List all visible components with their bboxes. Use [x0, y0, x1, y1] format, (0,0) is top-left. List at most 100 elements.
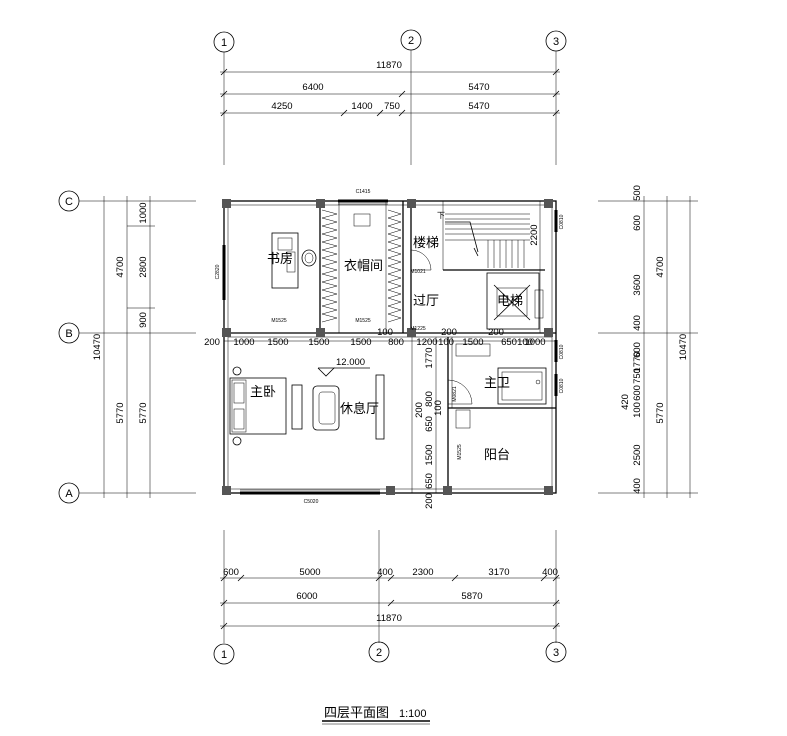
- top-dim-5470b: 5470: [468, 101, 489, 112]
- left-dim-total: 10470: [92, 334, 103, 360]
- int-dim-1000a: 1000: [233, 337, 254, 348]
- right-dim-4700: 4700: [655, 256, 666, 277]
- door-m1225: M1225: [410, 326, 426, 332]
- left-axis-markers: C B A: [58, 190, 196, 504]
- bottom-dim-total: 11870: [376, 613, 402, 624]
- axis-label-1-top: 1: [221, 37, 227, 49]
- int-v-1500: 1500: [424, 444, 435, 465]
- windows: C1415 C5020 C2820 C0810 C0810 C0810 M122…: [215, 189, 565, 505]
- window-c5020: C5020: [304, 499, 319, 505]
- bottom-dim-600: 600: [223, 567, 239, 578]
- room-lounge: 休息厅: [340, 401, 379, 417]
- title-text: 四层平面图: [324, 706, 389, 721]
- top-axis-markers: 1 2 3: [213, 29, 567, 165]
- window-c0810c: C0810: [559, 378, 565, 393]
- bottom-dim-6000: 6000: [296, 591, 317, 602]
- bottom-axis-markers: 1 2 3: [213, 641, 567, 665]
- right-dim-3600: 3600: [632, 274, 643, 295]
- bottom-dim-400a: 400: [377, 567, 393, 578]
- right-dim-total: 10470: [678, 334, 689, 360]
- right-dim-600b: 600: [632, 342, 643, 358]
- right-dim-400b: 400: [632, 478, 643, 494]
- left-dim-4700: 4700: [115, 256, 126, 277]
- left-dimensions: 10470 4700 5770 1000 2800 900 5770: [92, 202, 149, 423]
- bed: [229, 366, 303, 446]
- int-dim-1500b: 1500: [308, 337, 329, 348]
- left-dim-5770a: 5770: [115, 402, 126, 423]
- elevation-value: 12.000: [336, 357, 365, 368]
- bottom-dim-5000: 5000: [299, 567, 320, 578]
- window-c0810b: C0810: [559, 344, 565, 359]
- right-dim-420: 420: [620, 394, 631, 410]
- right-dim-5770: 5770: [655, 402, 666, 423]
- right-dim-750: 750: [632, 368, 643, 384]
- axis-label-2-bottom: 2: [376, 647, 382, 659]
- interior-dimensions: 200 1000 1500 1500 1500 800 100 1200 100…: [204, 327, 556, 509]
- room-balcony: 阳台: [484, 448, 510, 463]
- doors: M1021 M0821 M1525 M1525 M1525: [271, 249, 473, 460]
- axis-label-3-bottom: 3: [553, 647, 559, 659]
- bottom-dim-400b: 400: [542, 567, 558, 578]
- sofa: [312, 374, 385, 440]
- bottom-dim-5870: 5870: [461, 591, 482, 602]
- int-dim-100b: 100: [438, 337, 454, 348]
- axis-label-B-left: B: [65, 328, 72, 340]
- int-dim-1000b: 1000: [524, 337, 545, 348]
- top-dim-5470a: 5470: [468, 82, 489, 93]
- room-master-bath: 主卫: [484, 376, 510, 391]
- int-dim-650: 650: [501, 337, 517, 348]
- int-dim-200b: 200: [441, 327, 457, 338]
- door-m1525a: M1525: [271, 318, 287, 324]
- int-dim-200a: 200: [204, 337, 220, 348]
- window-c2820: C2820: [215, 264, 221, 279]
- drawing-title: 四层平面图 1:100: [322, 706, 430, 725]
- elevation-marker: 12.000: [317, 357, 370, 377]
- int-v-650a: 650: [424, 416, 435, 432]
- stair-dim-2200: 2200: [529, 224, 540, 245]
- room-labels: 书房 衣帽间 楼梯 过厅 电梯 主卫 主卧 休息厅 阳台: [250, 236, 523, 463]
- int-v-200a: 200: [414, 402, 425, 418]
- stair-down-mark: 下: [437, 211, 445, 220]
- top-dimensions: 11870 6400 5470 4250 1400 750 5470: [220, 60, 560, 117]
- title-scale: 1:100: [399, 708, 427, 720]
- left-dim-2800: 2800: [138, 256, 149, 277]
- right-dim-2500: 2500: [632, 444, 643, 465]
- int-dim-1500a: 1500: [267, 337, 288, 348]
- left-dim-900: 900: [138, 312, 149, 328]
- int-v-200b: 200: [424, 493, 435, 509]
- window-c0810a: C0810: [559, 214, 565, 229]
- room-study: 书房: [267, 251, 293, 267]
- room-hall: 过厅: [413, 294, 439, 309]
- elevator-symbol: [493, 284, 544, 321]
- left-dim-5770b: 5770: [138, 402, 149, 423]
- bottom-dimensions: 600 5000 400 2300 3170 400 6000 5870 118…: [220, 530, 560, 643]
- room-master-bed: 主卧: [250, 385, 276, 400]
- axis-label-A-left: A: [65, 488, 73, 500]
- top-dim-total: 11870: [376, 60, 402, 71]
- int-v-650b: 650: [424, 473, 435, 489]
- top-dim-750: 750: [384, 101, 400, 112]
- room-stairs: 楼梯: [413, 236, 439, 251]
- int-dim-100c: 100: [517, 337, 533, 348]
- window-c1415: C1415: [356, 189, 371, 195]
- axis-label-C-left: C: [65, 196, 73, 208]
- top-dim-1400: 1400: [351, 101, 372, 112]
- study-desk: [271, 232, 317, 289]
- left-dim-1000: 1000: [138, 202, 149, 223]
- right-dim-1770: 1770: [632, 351, 643, 372]
- door-m1021: M1021: [410, 269, 426, 275]
- right-dim-600c: 600: [632, 385, 643, 401]
- int-v-800: 800: [424, 391, 435, 407]
- int-dim-1500c: 1500: [350, 337, 371, 348]
- right-dimensions: 500 600 3600 400 600 1770 750 600 420 10…: [598, 185, 698, 498]
- top-dim-6400: 6400: [302, 82, 323, 93]
- right-dim-400a: 400: [632, 315, 643, 331]
- bottom-dim-3170: 3170: [488, 567, 509, 578]
- bath-fixtures: [455, 343, 547, 429]
- int-dim-800: 800: [388, 337, 404, 348]
- closet-shelving: [321, 209, 402, 323]
- room-closet: 衣帽间: [344, 258, 383, 274]
- axis-label-2-top: 2: [408, 35, 414, 47]
- int-dim-100a: 100: [377, 327, 393, 338]
